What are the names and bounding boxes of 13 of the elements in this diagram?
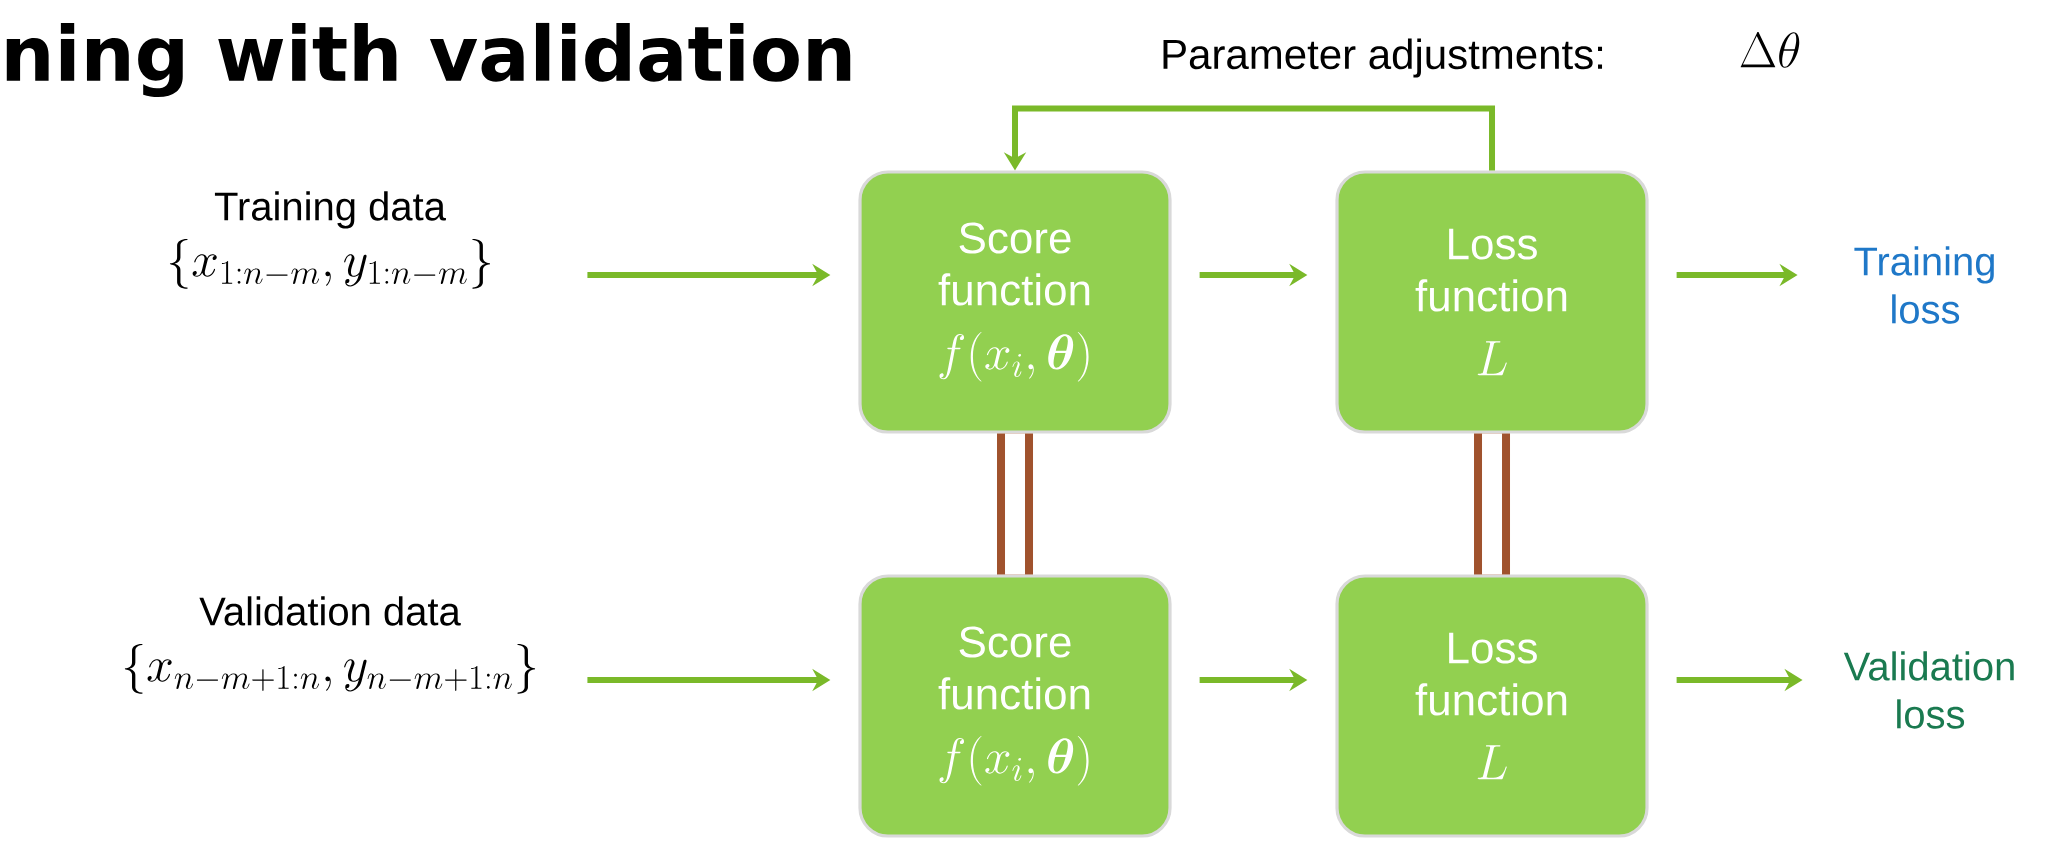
function-box: Loss function $L$	[1335, 170, 1649, 434]
function-box: Score function $f(x_i,\boldsymbol{\theta})$	[858, 170, 1172, 434]
slide-title: ning with validation	[6, 22, 851, 98]
text-label: Validation data $\{x_{n-m+1:n},y_{n-m+1:n}\}$	[124, 596, 536, 694]
text-label: Validation loss	[1843, 651, 2014, 729]
formula-label: $\Delta\theta$	[1740, 32, 1800, 68]
edge-label: Parameter adjustments:	[1163, 38, 1603, 78]
text-label: Training loss	[1854, 246, 1994, 324]
function-box: Loss function $L$	[1335, 574, 1649, 838]
equality-bars	[1474, 433, 1510, 575]
equality-bars	[997, 433, 1033, 575]
function-box: Score function $f(x_i,\boldsymbol{\theta})$	[858, 574, 1172, 838]
text-label: Training data $\{x_{1:n-m},y_{1:n-m}\}$	[169, 191, 491, 289]
